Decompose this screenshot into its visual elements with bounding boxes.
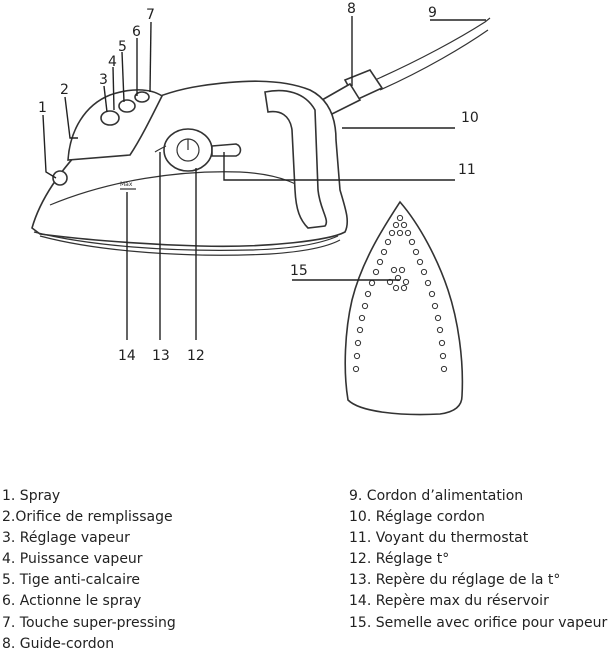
steam-hole (388, 229, 396, 237)
callout-6: 6 (132, 24, 141, 40)
steam-hole (438, 339, 446, 347)
steam-hole (412, 248, 420, 256)
steam-hole (380, 248, 388, 256)
steam-hole (416, 258, 424, 266)
steam-hole (440, 365, 448, 373)
steam-hole (390, 266, 398, 274)
steam-hole (420, 268, 428, 276)
steam-hole (364, 290, 372, 298)
legend-item-10: 10. Réglage cordon (349, 509, 485, 526)
legend-item-15: 15. Semelle avec orifice pour vapeur (349, 614, 608, 631)
steam-hole (354, 339, 362, 347)
legend-item-1: 1. Spray (2, 488, 61, 504)
legend-right: 9. Cordon d’alimentation 10. Réglage cor… (349, 486, 607, 634)
legend-item-11: 11. Voyant du thermostat (349, 530, 529, 547)
callout-7: 7 (146, 7, 155, 23)
spray-button (118, 99, 136, 113)
callout-10: 10 (461, 110, 479, 126)
callout-4: 4 (108, 54, 117, 70)
legend-item-6: 6. Actionne le spray (2, 593, 142, 610)
super-pressing-button (134, 91, 150, 103)
steam-hole (372, 268, 380, 276)
legend-item-7: 7. Touche super-pressing (2, 614, 176, 631)
steam-hole (396, 229, 404, 237)
power-cord (374, 17, 491, 81)
leader-1 (42, 114, 57, 179)
legend-left: 1. Spray 2.Orifice de remplissage 3. Rég… (2, 486, 176, 655)
leader-11 (223, 152, 455, 181)
legend-item-5: 5. Tige anti-calcaire (2, 572, 141, 589)
steam-hole (384, 238, 392, 246)
iron-soleplate-rim (33, 231, 339, 251)
callout-1: 1 (38, 100, 47, 116)
legend-item-8: 8. Guide-cordon (2, 635, 115, 652)
steam-hole (368, 279, 376, 287)
soleplate (344, 200, 464, 416)
callout-5: 5 (118, 39, 127, 55)
callout-9: 9 (428, 5, 437, 21)
steam-hole (402, 278, 410, 286)
temperature-mark-line (154, 145, 167, 153)
steam-hole (434, 314, 442, 322)
max-mark: Max (120, 181, 133, 188)
callout-12: 12 (187, 348, 205, 364)
steam-hole (353, 352, 361, 360)
steam-hole (428, 290, 436, 298)
steam-hole (376, 258, 384, 266)
steam-hole (400, 284, 408, 292)
leader-4 (112, 66, 115, 111)
thermostat-light (211, 143, 242, 157)
steam-hole (398, 266, 406, 274)
callout-2: 2 (60, 82, 69, 98)
leader-7 (149, 21, 152, 93)
steam-hole (392, 284, 400, 292)
legend-item-4: 4. Puissance vapeur (2, 551, 143, 568)
legend-item-13: 13. Repère du réglage de la t° (349, 572, 561, 589)
soleplate-steam-holes (352, 214, 448, 373)
leader-2 (64, 96, 78, 139)
spray-nozzle (52, 170, 68, 186)
steam-hole (352, 365, 360, 373)
legend-item-14: 14. Repère max du réservoir (349, 593, 549, 610)
steam-hole (436, 326, 444, 334)
iron-diagram: Max 1 2 3 4 5 6 7 8 9 10 11 12 13 14 15 (31, 1, 491, 416)
callout-11: 11 (458, 162, 476, 178)
leader-3 (103, 85, 108, 113)
steam-hole (356, 326, 364, 334)
steam-hole (408, 238, 416, 246)
steam-hole (361, 302, 369, 310)
steam-hole (431, 302, 439, 310)
steam-hole (439, 352, 447, 360)
steam-hole (358, 314, 366, 322)
steam-hole (404, 229, 412, 237)
steam-hole (424, 279, 432, 287)
leader-5 (121, 51, 125, 103)
steam-hole (392, 221, 400, 229)
steam-button (100, 110, 120, 126)
callout-14: 14 (118, 348, 136, 364)
iron-soleplate-base (39, 235, 341, 256)
steam-hole (396, 214, 404, 222)
iron-handle (264, 89, 328, 229)
callout-15: 15 (290, 263, 308, 279)
callout-8: 8 (347, 1, 356, 17)
iron-control-dome (67, 89, 164, 161)
legend-item-2: 2.Orifice de remplissage (2, 509, 173, 526)
steam-hole (400, 221, 408, 229)
power-cord-inner (379, 29, 489, 91)
legend-item-12: 12. Réglage t° (349, 551, 450, 568)
callout-3: 3 (99, 72, 108, 88)
legend-item-3: 3. Réglage vapeur (2, 530, 130, 547)
legend-item-9: 9. Cordon d’alimentation (349, 488, 524, 504)
callout-13: 13 (152, 348, 170, 364)
